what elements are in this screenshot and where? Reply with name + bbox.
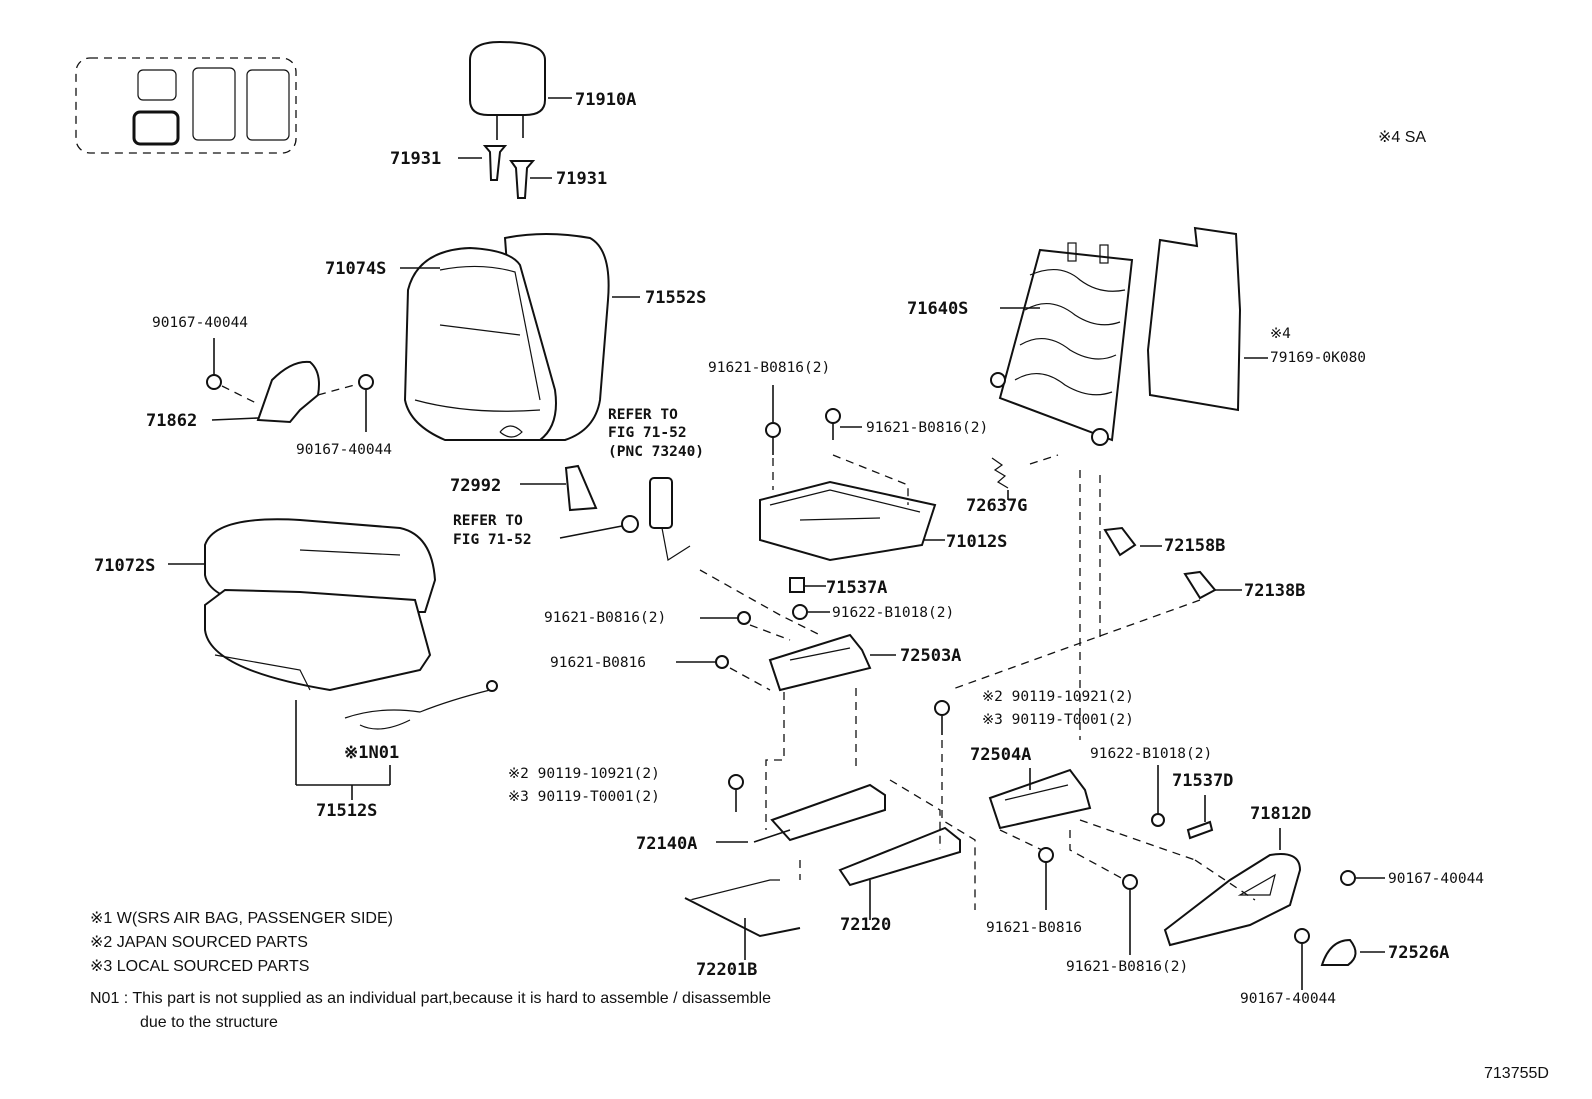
label-91621-c: 91621-B0816(2) (544, 610, 666, 626)
harness-drawing (295, 680, 498, 800)
label-71910A: 71910A (575, 90, 636, 110)
label-71552S: 71552S (645, 288, 706, 308)
label-72140A: 72140A (636, 834, 697, 854)
label-90167-lever: 90167-40044 (1388, 871, 1484, 887)
note-n01-line2: due to the structure (140, 1014, 278, 1031)
label-71931-a: 71931 (390, 149, 441, 169)
label-71812D: 71812D (1250, 804, 1311, 824)
label-72120: 72120 (840, 915, 891, 935)
bracket-left-drawing (676, 569, 896, 692)
note-3: ※3 LOCAL SOURCED PARTS (90, 958, 309, 975)
seat-rails-drawing (684, 688, 961, 960)
label-72138B: 72138B (1244, 581, 1305, 601)
label-91621-b: 91621-B0816(2) (866, 420, 988, 436)
note-2: ※2 JAPAN SOURCED PARTS (90, 934, 308, 951)
seatbelt-buckle-drawing (520, 464, 691, 561)
label-90119-r1: ※2 90119-10921(2) (982, 689, 1134, 705)
label-90167-knob: 90167-40044 (1240, 991, 1336, 1007)
label-71012S: 71012S (946, 532, 1007, 552)
seat-cushion-drawing (168, 518, 437, 692)
label-90167-top: 90167-40044 (152, 315, 248, 331)
label-72992: 72992 (450, 476, 501, 496)
refer-fig-1-line3: (PNC 73240) (608, 444, 704, 460)
label-91621-a: 91621-B0816(2) (708, 360, 830, 376)
refer-fig-2-line1: REFER TO (453, 513, 523, 529)
diagram-id: 713755D (1484, 1065, 1549, 1082)
clips-drawing (949, 470, 1242, 740)
airbag-cover-drawing (1146, 226, 1268, 412)
refer-fig-1-line1: REFER TO (608, 407, 678, 423)
seatback-frame-drawing (990, 242, 1134, 446)
label-91622-a: 91622-B1018(2) (832, 605, 954, 621)
label-79169: 79169-0K080 (1270, 350, 1366, 366)
label-71640S: 71640S (907, 299, 968, 319)
label-91621-f: 91621-B0816(2) (1066, 959, 1188, 975)
refer-fig-1-line2: FIG 71-52 (608, 425, 687, 441)
label-72201B: 72201B (696, 960, 757, 980)
lever-drawing (1163, 828, 1385, 990)
note-n01-line1: N01 : This part is not supplied as an in… (90, 990, 771, 1007)
label-71537D: 71537D (1172, 771, 1233, 791)
label-72526A: 72526A (1388, 943, 1449, 963)
cushion-frame-drawing (759, 480, 945, 593)
label-71512S: 71512S (316, 801, 377, 821)
label-91622-b: 91622-B1018(2) (1090, 746, 1212, 762)
screw-group-top (765, 385, 909, 505)
label-72503A: 72503A (900, 646, 961, 666)
label-note-4: ※4 (1270, 326, 1291, 342)
bracket-right-drawing (934, 700, 1214, 955)
label-90119-r2: ※3 90119-T0001(2) (982, 712, 1134, 728)
note-1: ※1 W(SRS AIR BAG, PASSENGER SIDE) (90, 910, 393, 927)
label-90119-l2: ※3 90119-T0001(2) (508, 789, 660, 805)
label-71074S: 71074S (325, 259, 386, 279)
label-71072S: 71072S (94, 556, 155, 576)
label-71537A: 71537A (826, 578, 887, 598)
label-90167-side: 90167-40044 (296, 442, 392, 458)
side-cover-drawing (206, 338, 374, 432)
label-90119-l1: ※2 90119-10921(2) (508, 766, 660, 782)
label-72637G: 72637G (966, 496, 1027, 516)
label-91621-e: 91621-B0816 (986, 920, 1082, 936)
spring-drawing (991, 454, 1059, 500)
headrest-drawing (458, 40, 572, 199)
refer-fig-2-line2: FIG 71-52 (453, 532, 532, 548)
seat-position-icon-box (75, 57, 297, 154)
label-72504A: 72504A (970, 745, 1031, 765)
label-91621-d: 91621-B0816 (550, 655, 646, 671)
seatback-drawing (400, 233, 640, 441)
label-n01: ※1N01 (344, 743, 399, 763)
label-71931-b: 71931 (556, 169, 607, 189)
label-71862: 71862 (146, 411, 197, 431)
label-72158B: 72158B (1164, 536, 1225, 556)
label-sa-note: ※4 SA (1378, 129, 1426, 146)
